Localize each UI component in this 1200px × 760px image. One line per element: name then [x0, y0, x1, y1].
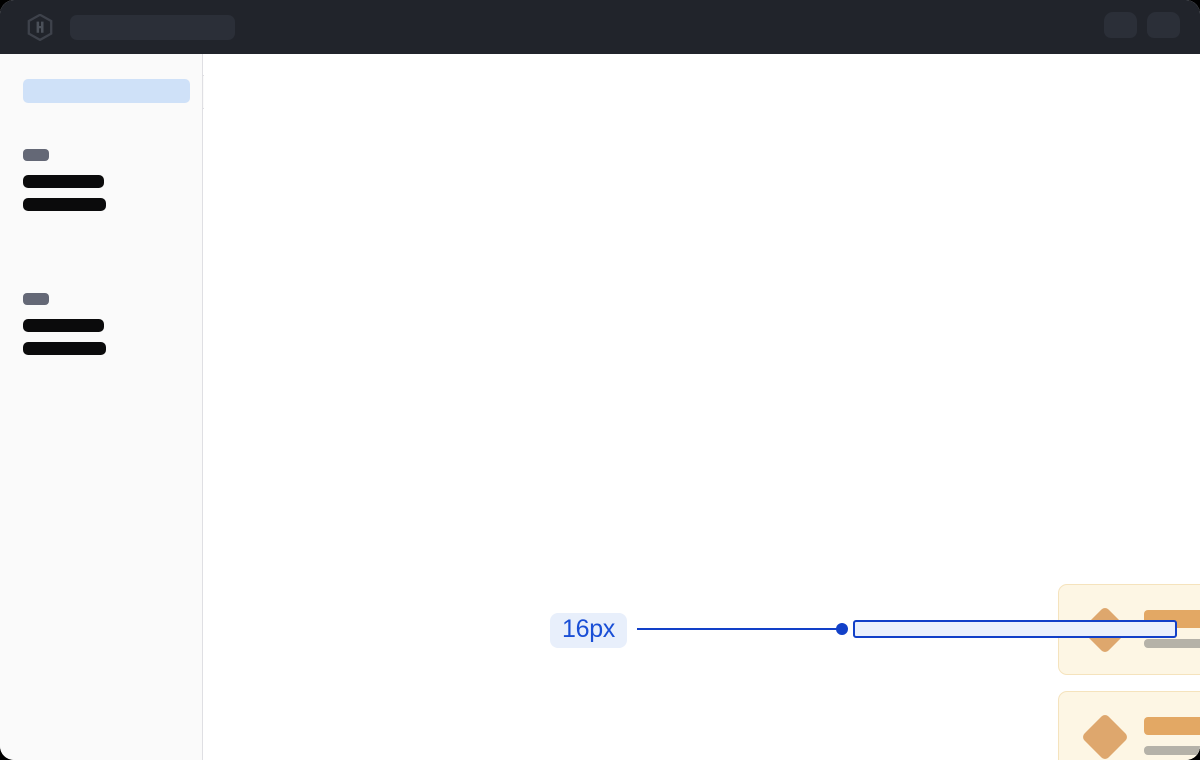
hashicorp-logo — [27, 13, 53, 42]
main-canvas: 16px — [204, 54, 1200, 760]
sidebar-group-one — [23, 149, 106, 221]
spacing-highlight-band — [853, 620, 1177, 638]
search-input[interactable] — [70, 15, 235, 40]
measurement-leader-line — [637, 628, 842, 630]
card-content — [1144, 717, 1200, 755]
card-subtitle-placeholder — [1144, 639, 1200, 648]
sidebar-selected-item[interactable] — [23, 79, 190, 103]
header-action-two[interactable] — [1147, 12, 1180, 38]
measurement-endpoint-dot — [836, 623, 848, 635]
card-subtitle-placeholder — [1144, 746, 1200, 755]
header-action-one[interactable] — [1104, 12, 1137, 38]
sidebar-item-placeholder[interactable] — [23, 319, 104, 332]
app-header — [0, 0, 1200, 54]
header-actions — [1104, 12, 1180, 38]
sidebar-item-placeholder[interactable] — [23, 198, 106, 211]
diamond-icon — [1080, 712, 1130, 760]
sidebar-group-label — [23, 149, 49, 161]
sidebar-group-label — [23, 293, 49, 305]
mock-card-bottom[interactable] — [1058, 691, 1200, 760]
sidebar-group-two — [23, 293, 106, 365]
sidebar-item-placeholder[interactable] — [23, 175, 104, 188]
card-title-placeholder — [1144, 717, 1200, 735]
sidebar — [0, 54, 203, 760]
spacing-measurement-label: 16px — [550, 613, 628, 648]
sidebar-item-placeholder[interactable] — [23, 342, 106, 355]
